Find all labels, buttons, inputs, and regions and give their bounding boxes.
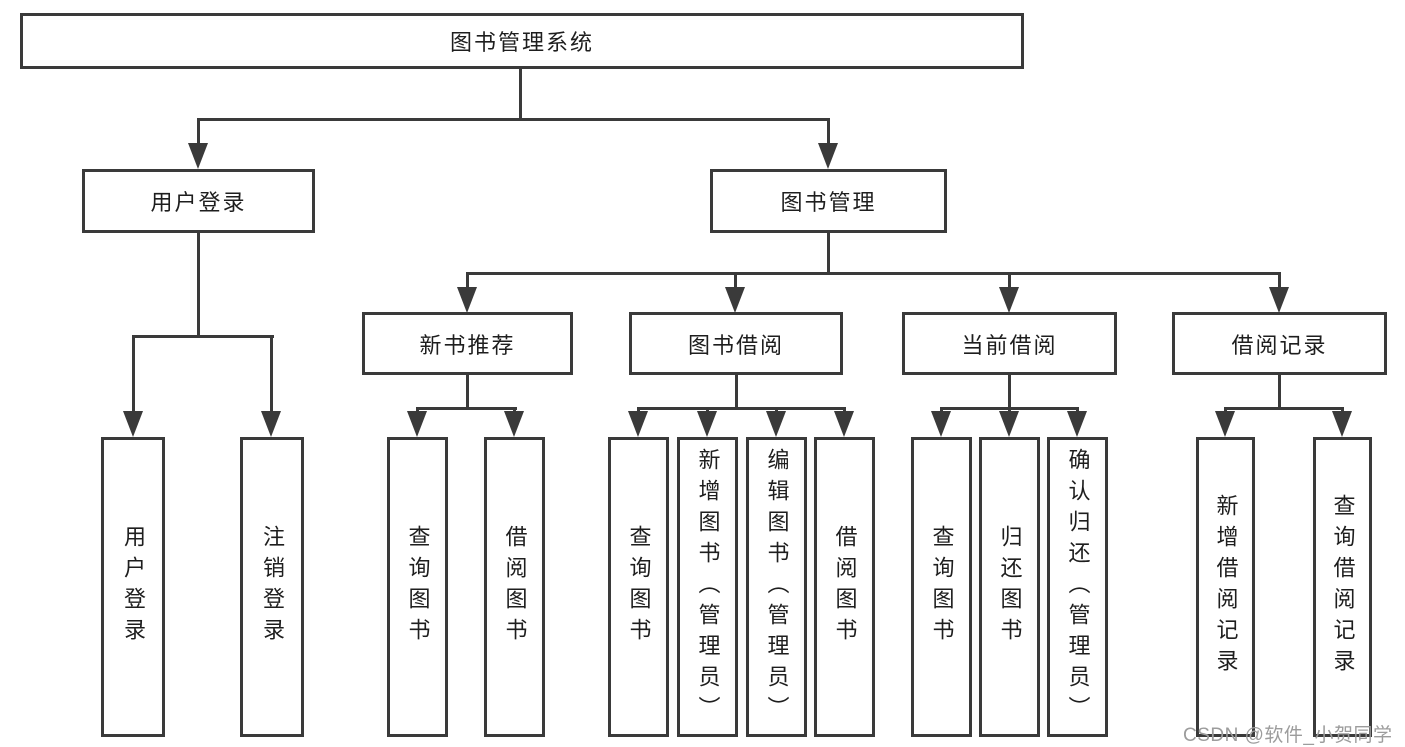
arrow-down-icon: [697, 411, 717, 437]
connector-line: [827, 118, 830, 147]
leaf-borrow-books: 借阅图书: [814, 437, 875, 737]
connector-line: [843, 407, 846, 413]
connector-line: [416, 407, 419, 413]
arrow-down-icon: [1215, 411, 1235, 437]
leaf-return-books: 归还图书: [979, 437, 1040, 737]
connector-line: [466, 272, 1281, 275]
leaf-borrow-books-recommend: 借阅图书: [484, 437, 545, 737]
leaf-add-books-admin: 新增图书（管理员）: [677, 437, 738, 737]
node-new-book-recommend: 新书推荐: [362, 312, 573, 375]
node-book-borrowing: 图书借阅: [629, 312, 843, 375]
connector-line: [197, 233, 200, 337]
arrow-down-icon: [407, 411, 427, 437]
node-user-login: 用户登录: [82, 169, 315, 233]
connector-line: [827, 233, 830, 274]
leaf-query-books-current: 查询图书: [911, 437, 972, 737]
arrow-down-icon: [999, 411, 1019, 437]
arrow-down-icon: [834, 411, 854, 437]
arrow-down-icon: [261, 411, 281, 437]
node-library-management-system: 图书管理系统: [20, 13, 1024, 69]
connector-line: [735, 375, 738, 409]
arrow-down-icon: [725, 287, 745, 313]
connector-line: [132, 335, 135, 413]
arrow-down-icon: [1067, 411, 1087, 437]
connector-line: [637, 407, 846, 410]
connector-line: [1008, 272, 1011, 289]
connector-line: [466, 272, 469, 289]
connector-line: [775, 407, 778, 413]
connector-line: [416, 407, 517, 410]
connector-line: [519, 67, 522, 120]
arrow-down-icon: [123, 411, 143, 437]
leaf-query-borrow-record: 查询借阅记录: [1313, 437, 1372, 737]
connector-line: [734, 272, 737, 289]
leaf-user-login: 用户登录: [101, 437, 165, 737]
arrow-down-icon: [1332, 411, 1352, 437]
connector-line: [637, 407, 640, 413]
connector-line: [1008, 407, 1011, 413]
connector-line: [1278, 272, 1281, 289]
connector-line: [197, 118, 200, 147]
arrow-down-icon: [818, 143, 838, 169]
arrow-down-icon: [1269, 287, 1289, 313]
leaf-edit-books-admin: 编辑图书（管理员）: [746, 437, 807, 737]
arrow-down-icon: [504, 411, 524, 437]
connector-line: [270, 335, 273, 413]
connector-line: [1278, 375, 1281, 409]
connector-line: [1008, 375, 1011, 409]
arrow-down-icon: [628, 411, 648, 437]
connector-line: [940, 407, 943, 413]
connector-line: [197, 118, 830, 121]
connector-line: [1076, 407, 1079, 413]
arrow-down-icon: [999, 287, 1019, 313]
connector-line: [1224, 407, 1227, 413]
arrow-down-icon: [457, 287, 477, 313]
arrow-down-icon: [188, 143, 208, 169]
node-book-management: 图书管理: [710, 169, 947, 233]
connector-line: [706, 407, 709, 413]
connector-line: [1224, 407, 1344, 410]
node-current-borrowing: 当前借阅: [902, 312, 1117, 375]
leaf-query-books-recommend: 查询图书: [387, 437, 448, 737]
csdn-watermark: CSDN @软件_小贺同学: [1183, 725, 1393, 746]
arrow-down-icon: [766, 411, 786, 437]
leaf-logout: 注销登录: [240, 437, 304, 737]
connector-line: [1341, 407, 1344, 413]
connector-line: [466, 375, 469, 409]
leaf-query-books-borrowing: 查询图书: [608, 437, 669, 737]
leaf-add-borrow-record: 新增借阅记录: [1196, 437, 1255, 737]
arrow-down-icon: [931, 411, 951, 437]
connector-line: [513, 407, 516, 413]
connector-line: [132, 335, 274, 338]
leaf-confirm-return-admin: 确认归还（管理员）: [1047, 437, 1108, 737]
node-borrow-records: 借阅记录: [1172, 312, 1387, 375]
